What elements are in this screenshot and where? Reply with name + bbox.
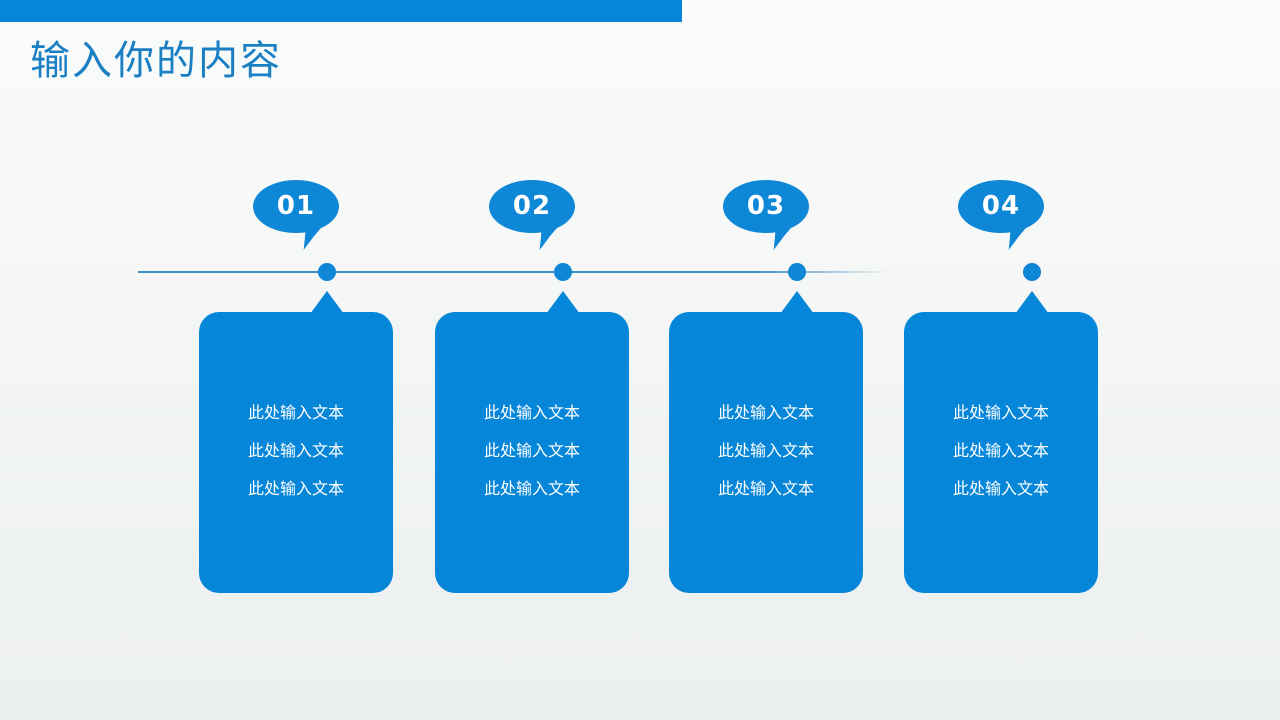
- card-text-line: 此处输入文本: [952, 479, 1049, 498]
- card-pointer-icon-1: [310, 291, 344, 314]
- card-text-line: 此处输入文本: [247, 441, 344, 460]
- bubble-tail-icon: [539, 224, 561, 250]
- card-text-line: 此处输入文本: [952, 441, 1049, 460]
- content-card-4[interactable]: 此处输入文本 此处输入文本 此处输入文本: [904, 312, 1098, 593]
- number-bubble-1[interactable]: 01: [253, 180, 339, 233]
- card-pointer-icon-2: [546, 291, 580, 314]
- number-bubble-2[interactable]: 02: [489, 180, 575, 233]
- card-text-line: 此处输入文本: [483, 403, 580, 422]
- timeline-dot-2: [554, 263, 572, 281]
- card-text-block-2: 此处输入文本 此处输入文本 此处输入文本: [435, 394, 629, 508]
- timeline-item-3: 03 此处输入文本 此处输入文本 此处输入文本: [669, 0, 863, 720]
- card-text-block-1: 此处输入文本 此处输入文本 此处输入文本: [199, 394, 393, 508]
- card-text-line: 此处输入文本: [483, 441, 580, 460]
- card-text-line: 此处输入文本: [717, 441, 814, 460]
- timeline-dot-3: [788, 263, 806, 281]
- timeline-dot-1: [318, 263, 336, 281]
- content-card-2[interactable]: 此处输入文本 此处输入文本 此处输入文本: [435, 312, 629, 593]
- card-text-block-3: 此处输入文本 此处输入文本 此处输入文本: [669, 394, 863, 508]
- card-text-block-4: 此处输入文本 此处输入文本 此处输入文本: [904, 394, 1098, 508]
- timeline-item-4: 04 此处输入文本 此处输入文本 此处输入文本: [904, 0, 1098, 720]
- bubble-tail-icon: [773, 224, 795, 250]
- bubble-number-label: 03: [746, 190, 786, 221]
- bubble-tail-icon: [303, 224, 325, 250]
- timeline-item-2: 02 此处输入文本 此处输入文本 此处输入文本: [435, 0, 629, 720]
- content-card-1[interactable]: 此处输入文本 此处输入文本 此处输入文本: [199, 312, 393, 593]
- bubble-number-label: 01: [276, 190, 316, 221]
- timeline-item-1: 01 此处输入文本 此处输入文本 此处输入文本: [199, 0, 393, 720]
- card-text-line: 此处输入文本: [717, 403, 814, 422]
- card-pointer-icon-4: [1015, 291, 1049, 314]
- content-card-3[interactable]: 此处输入文本 此处输入文本 此处输入文本: [669, 312, 863, 593]
- card-text-line: 此处输入文本: [483, 479, 580, 498]
- card-text-line: 此处输入文本: [247, 403, 344, 422]
- timeline-dot-4: [1023, 263, 1041, 281]
- card-text-line: 此处输入文本: [952, 403, 1049, 422]
- timeline-axis-line: [138, 271, 890, 273]
- number-bubble-4[interactable]: 04: [958, 180, 1044, 233]
- bubble-number-label: 02: [512, 190, 552, 221]
- card-text-line: 此处输入文本: [247, 479, 344, 498]
- bubble-tail-icon: [1008, 224, 1030, 250]
- top-accent-bar: [0, 0, 682, 22]
- bubble-number-label: 04: [981, 190, 1021, 221]
- number-bubble-3[interactable]: 03: [723, 180, 809, 233]
- card-pointer-icon-3: [780, 291, 814, 314]
- page-title: 输入你的内容: [30, 38, 282, 84]
- card-text-line: 此处输入文本: [717, 479, 814, 498]
